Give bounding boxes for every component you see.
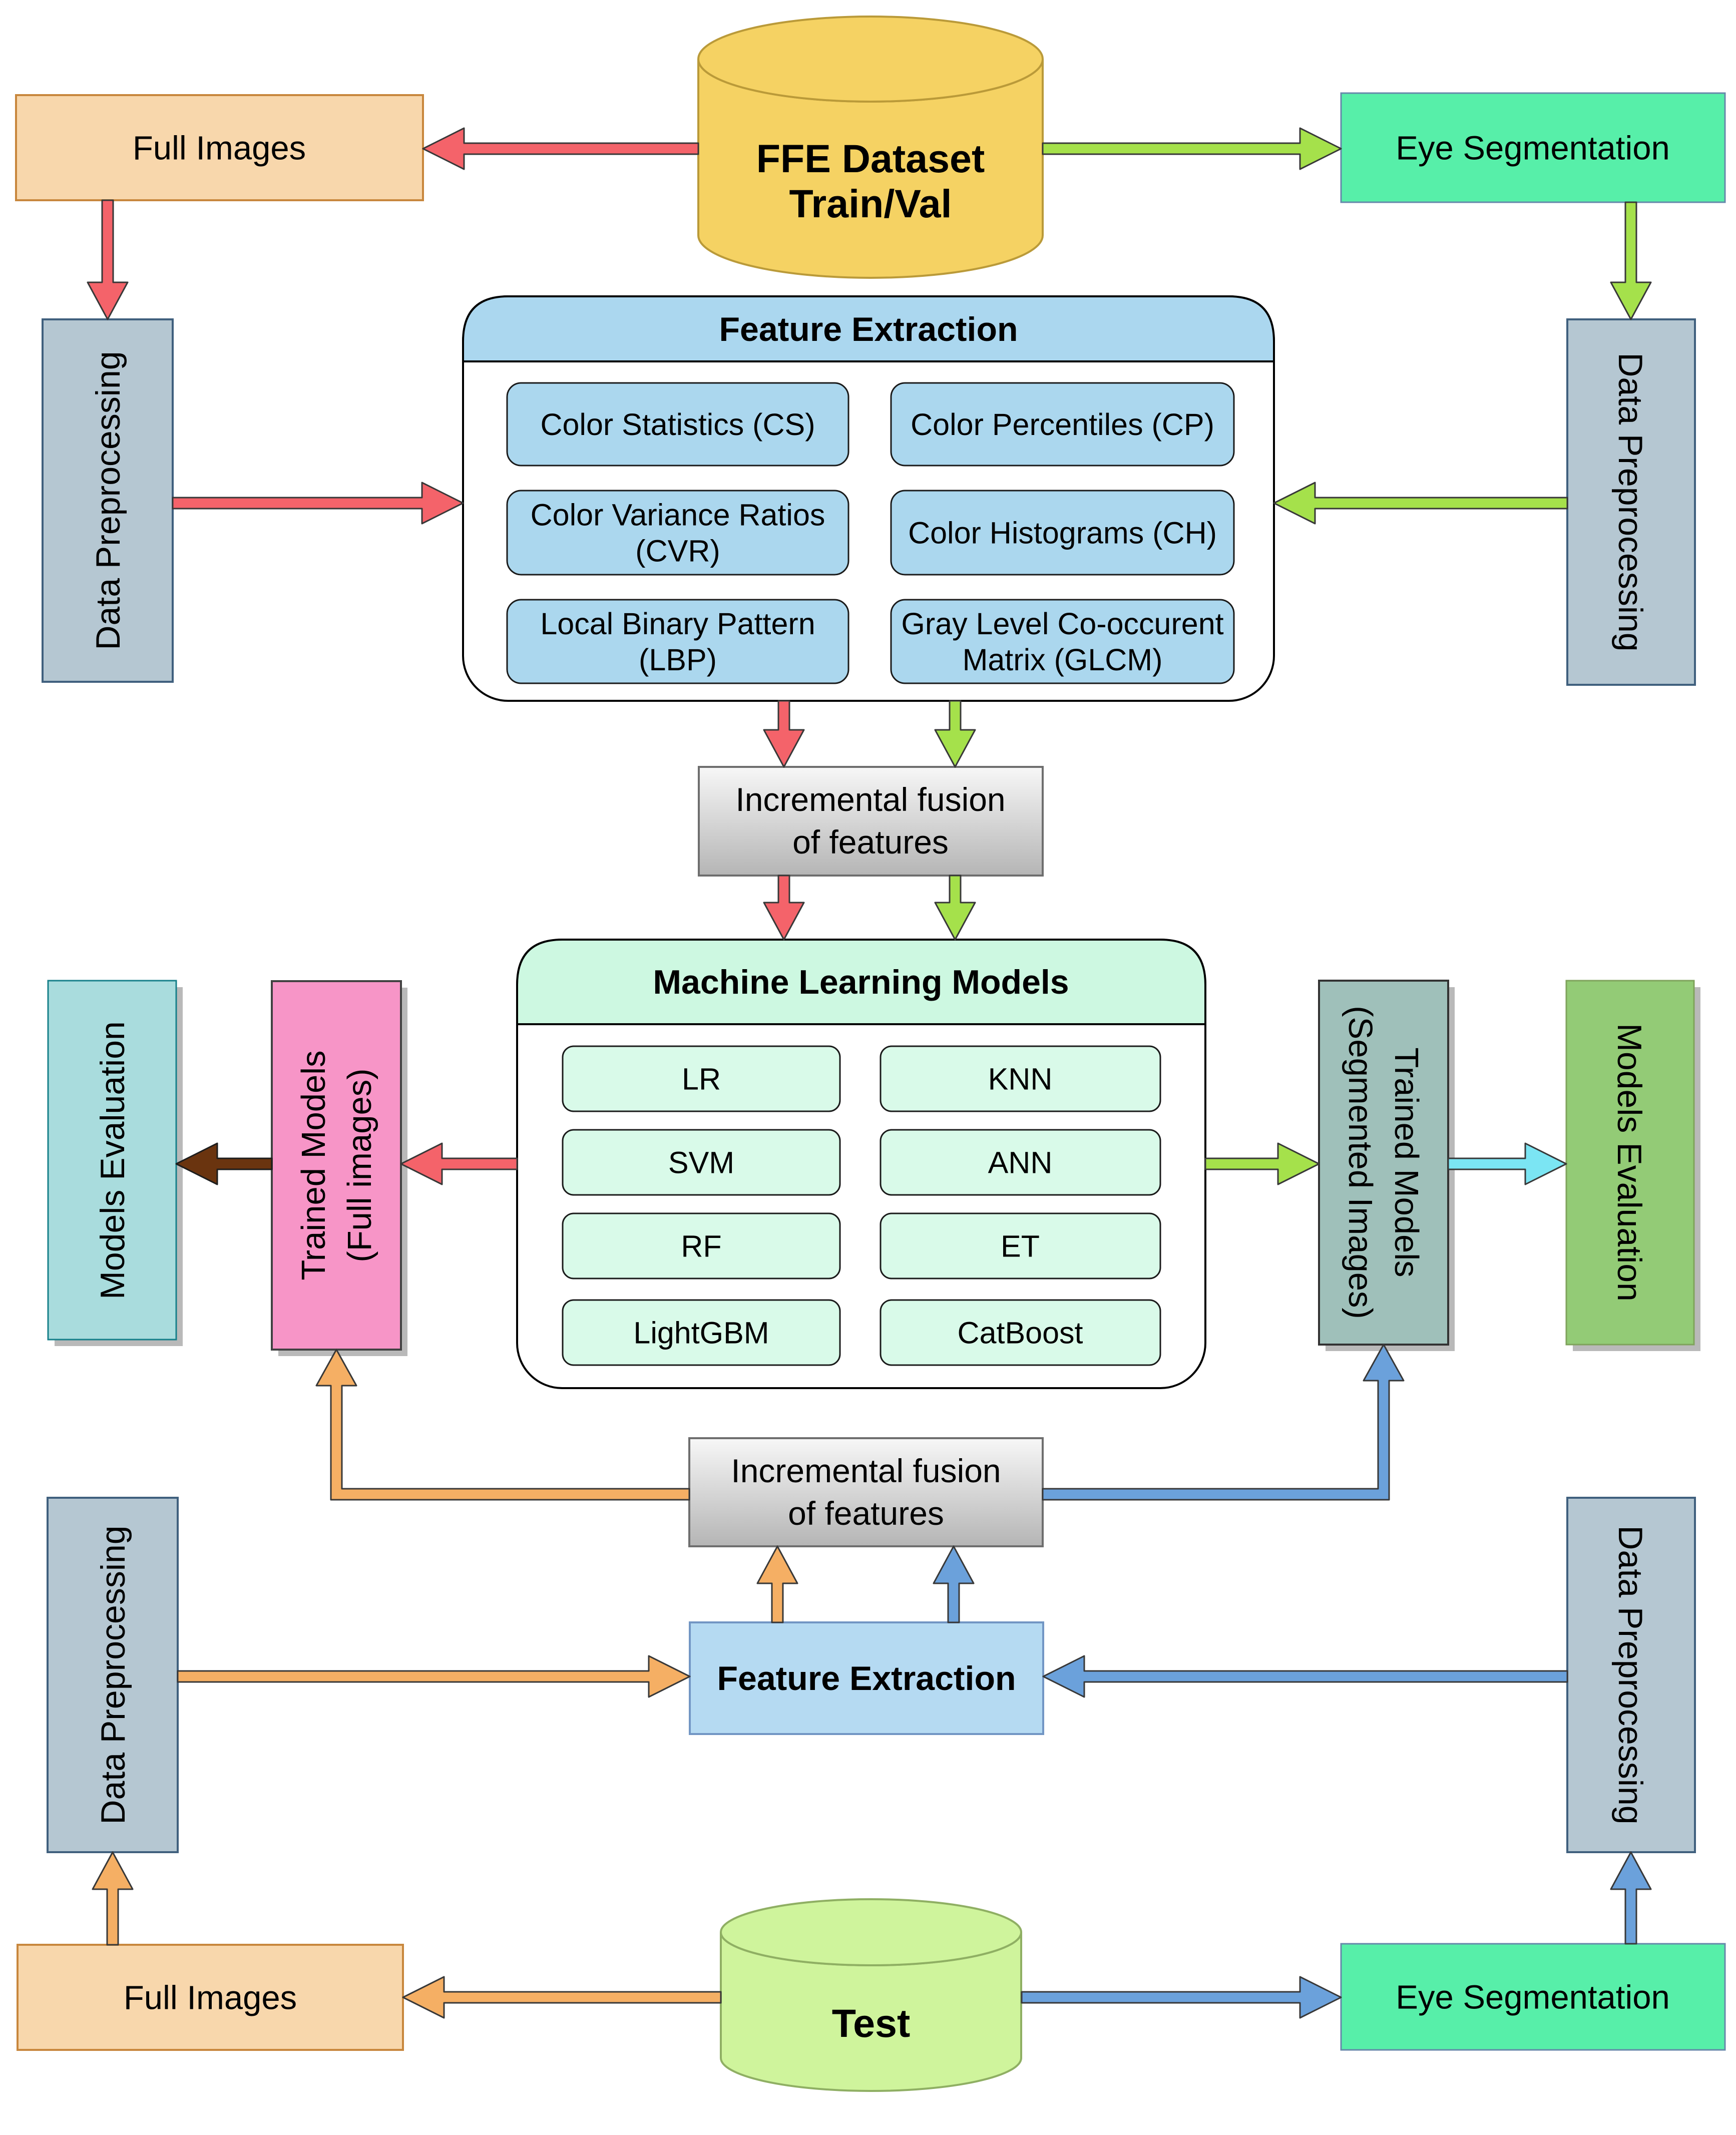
svg-text:Gray Level Co-occurent: Gray Level Co-occurent xyxy=(901,607,1223,641)
svg-text:Trained Models(Segmented Image: Trained Models(Segmented Images) xyxy=(1342,1006,1425,1319)
svg-text:KNN: KNN xyxy=(988,1062,1053,1096)
svg-text:Data Preprocessing: Data Preprocessing xyxy=(89,351,127,650)
svg-text:ET: ET xyxy=(1001,1229,1040,1263)
svg-text:LightGBM: LightGBM xyxy=(633,1316,769,1350)
svg-text:Trained Models(Full images): Trained Models(Full images) xyxy=(295,1050,378,1280)
svg-text:(CVR): (CVR) xyxy=(635,534,720,568)
svg-text:Train/Val: Train/Val xyxy=(789,181,952,226)
svg-text:LR: LR xyxy=(682,1062,721,1096)
svg-text:Eye Segmentation: Eye Segmentation xyxy=(1396,129,1670,167)
svg-text:SVM: SVM xyxy=(668,1145,734,1179)
svg-text:Incremental fusion: Incremental fusion xyxy=(731,1452,1001,1489)
svg-text:Test: Test xyxy=(832,2001,911,2045)
svg-text:CatBoost: CatBoost xyxy=(958,1316,1083,1350)
svg-text:Incremental fusion: Incremental fusion xyxy=(735,781,1005,818)
svg-text:(LBP): (LBP) xyxy=(639,643,717,677)
svg-text:Feature Extraction: Feature Extraction xyxy=(717,1659,1016,1697)
svg-text:Matrix (GLCM): Matrix (GLCM) xyxy=(963,643,1163,677)
svg-text:Eye Segmentation: Eye Segmentation xyxy=(1396,1978,1670,2016)
svg-text:Data Preprocessing: Data Preprocessing xyxy=(94,1525,132,1824)
svg-text:Machine Learning Models: Machine Learning Models xyxy=(653,963,1069,1001)
svg-text:FFE Dataset: FFE Dataset xyxy=(756,136,985,181)
svg-text:ANN: ANN xyxy=(988,1145,1053,1179)
svg-text:Color Histograms (CH): Color Histograms (CH) xyxy=(908,516,1217,550)
svg-text:RF: RF xyxy=(681,1229,721,1263)
svg-text:Feature Extraction: Feature Extraction xyxy=(719,310,1018,348)
svg-text:Full Images: Full Images xyxy=(124,1979,297,2016)
svg-text:Models Evaluation: Models Evaluation xyxy=(94,1021,132,1300)
svg-text:Models Evaluation: Models Evaluation xyxy=(1610,1023,1648,1302)
svg-text:of features: of features xyxy=(788,1495,944,1532)
svg-text:Local Binary Pattern: Local Binary Pattern xyxy=(540,607,815,641)
svg-text:Color Statistics (CS): Color Statistics (CS) xyxy=(540,407,815,442)
svg-text:Data Preprocessing: Data Preprocessing xyxy=(1611,352,1649,651)
svg-text:Data Preprocessing: Data Preprocessing xyxy=(1611,1525,1649,1824)
svg-text:Color Percentiles (CP): Color Percentiles (CP) xyxy=(911,407,1214,442)
svg-text:Color Variance Ratios: Color Variance Ratios xyxy=(531,498,825,532)
svg-text:Full Images: Full Images xyxy=(133,129,306,167)
svg-text:of features: of features xyxy=(792,823,949,861)
